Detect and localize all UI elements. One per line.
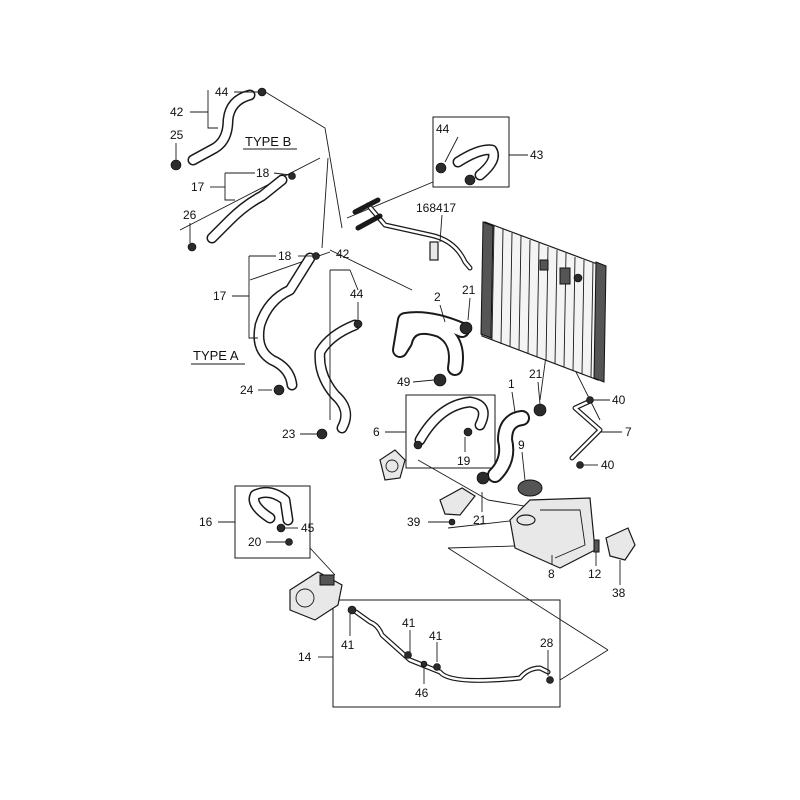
callout-6: 6 bbox=[373, 425, 380, 439]
callout-40-bot: 40 bbox=[601, 458, 615, 472]
radiator bbox=[480, 221, 607, 383]
callout-21-mid: 21 bbox=[529, 367, 543, 381]
callout-44-mid: 44 bbox=[350, 287, 364, 301]
callout-46: 46 bbox=[415, 686, 429, 700]
callout-43: 43 bbox=[530, 148, 544, 162]
callout-39: 39 bbox=[407, 515, 421, 529]
callout-18-mid: 18 bbox=[278, 249, 292, 263]
callout-17-top: 17 bbox=[191, 180, 205, 194]
callout-19: 19 bbox=[457, 454, 471, 468]
callout-9: 9 bbox=[518, 438, 525, 452]
callouts: 44 42 25 18 17 26 44 43 168417 18 42 44 … bbox=[170, 85, 632, 700]
callout-49: 49 bbox=[397, 375, 411, 389]
callout-41-a: 41 bbox=[341, 638, 355, 652]
callout-25: 25 bbox=[170, 128, 184, 142]
clamps bbox=[170, 87, 594, 684]
callout-44-top: 44 bbox=[215, 85, 229, 99]
callout-24: 24 bbox=[240, 383, 254, 397]
callout-41-c: 41 bbox=[429, 629, 443, 643]
callout-45: 45 bbox=[301, 521, 315, 535]
callout-42-top: 42 bbox=[170, 105, 184, 119]
callout-168417: 168417 bbox=[416, 201, 456, 215]
callout-14: 14 bbox=[298, 650, 312, 664]
callout-28: 28 bbox=[540, 636, 554, 650]
callout-2: 2 bbox=[434, 290, 441, 304]
box-part-6 bbox=[405, 394, 496, 469]
callout-1: 1 bbox=[508, 377, 515, 391]
callout-7: 7 bbox=[625, 425, 632, 439]
callout-40-top: 40 bbox=[612, 393, 626, 407]
callout-21-bot: 21 bbox=[473, 513, 487, 527]
type-a-label: TYPE A bbox=[193, 348, 239, 363]
callout-12: 12 bbox=[588, 567, 602, 581]
leader-lines bbox=[175, 90, 622, 684]
hoses bbox=[187, 89, 603, 683]
box-part-14 bbox=[332, 599, 561, 708]
callout-23: 23 bbox=[282, 427, 296, 441]
callout-17-mid: 17 bbox=[213, 289, 227, 303]
type-b-label: TYPE B bbox=[245, 134, 291, 149]
callout-20: 20 bbox=[248, 535, 262, 549]
callout-38: 38 bbox=[612, 586, 626, 600]
callout-41-b: 41 bbox=[402, 616, 416, 630]
callout-26: 26 bbox=[183, 208, 197, 222]
callout-44-box: 44 bbox=[436, 122, 450, 136]
callout-21-top: 21 bbox=[462, 283, 476, 297]
housings bbox=[289, 241, 636, 621]
box-part-43 bbox=[432, 116, 510, 188]
callout-16: 16 bbox=[199, 515, 213, 529]
callout-42-mid: 42 bbox=[336, 247, 350, 261]
callout-18-top: 18 bbox=[256, 166, 270, 180]
callout-8: 8 bbox=[548, 567, 555, 581]
